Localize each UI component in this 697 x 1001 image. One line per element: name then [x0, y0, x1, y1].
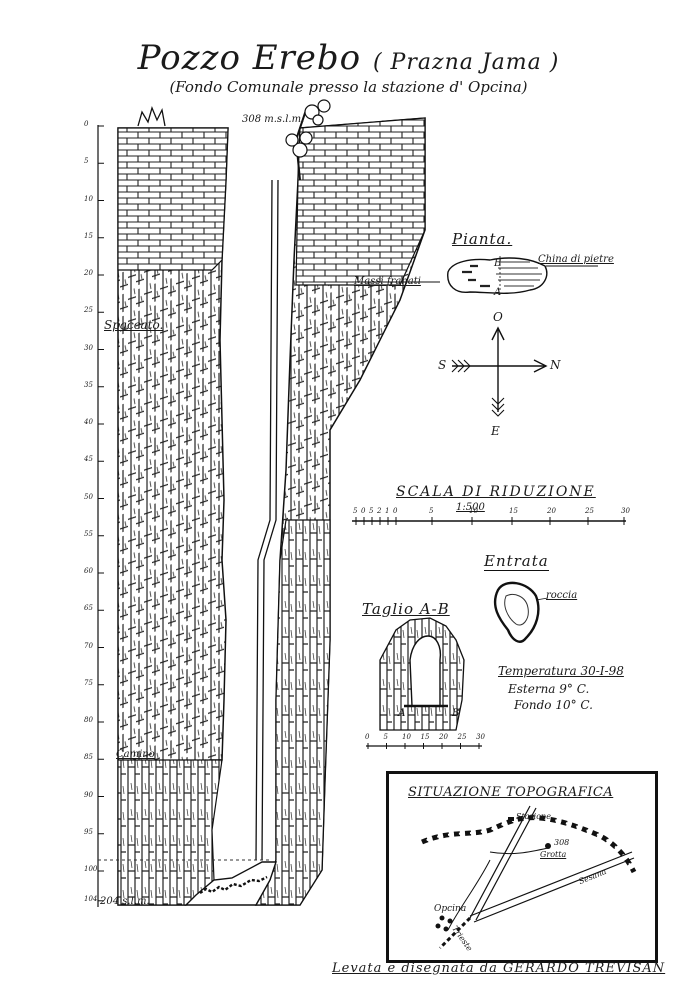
compass-north: O — [493, 310, 503, 324]
topography-heading: SITUAZIONE TOPOGRAFICA — [408, 785, 614, 800]
section-tick-label: 30 — [476, 733, 485, 741]
section-label: Spaccato. — [104, 318, 164, 332]
topographic-map — [421, 805, 637, 950]
scale-tick-label: 25 — [585, 507, 594, 515]
depth-tick-label: 45 — [84, 455, 93, 464]
section-tick-label: 10 — [402, 733, 411, 741]
temperature-heading: Temperatura 30-I-98 — [498, 664, 624, 678]
title-alt: ( Prazna Jama ) — [372, 50, 560, 75]
cross-section-drawing — [366, 617, 482, 749]
plan-heading: Pianta. — [452, 230, 513, 248]
depth-tick-label: 100 — [84, 865, 98, 873]
scale-tick-label: 2 — [377, 507, 382, 515]
shrub-icon — [137, 106, 166, 127]
depth-tick-label: 65 — [84, 604, 93, 613]
depth-tick-label: 40 — [84, 418, 93, 426]
section-tick-label: 25 — [457, 733, 467, 741]
depth-tick-label: 95 — [84, 827, 93, 836]
depth-ticks — [98, 125, 104, 902]
scale-tick-label: 0 — [393, 507, 398, 515]
depth-tick-label: 15 — [84, 231, 93, 240]
entrance-label: roccia — [546, 590, 578, 601]
plan-label-left: Massi franati — [354, 276, 421, 287]
depth-tick-label: 35 — [84, 380, 93, 389]
section-tick-label: 15 — [420, 733, 430, 741]
page-title: Pozzo Erebo ( Prazna Jama ) — [0, 38, 697, 78]
entrance-drawing — [493, 581, 549, 643]
section-tick-label: 20 — [439, 733, 448, 741]
depth-scale — [97, 125, 104, 907]
top-elevation-label: 308 m.s.l.m. — [242, 114, 305, 125]
credit-line: Levata e disegnata da GERARDO TREVISAN — [332, 961, 666, 976]
depth-tick-label: 5 — [84, 157, 89, 166]
compass-west: S — [438, 358, 447, 372]
depth-tick-label: 10 — [84, 194, 93, 203]
depth-tick-label: 90 — [84, 790, 93, 799]
scale-bar — [352, 517, 626, 525]
depth-tick-label: 25 — [84, 306, 93, 315]
depth-tick-label: 50 — [84, 492, 93, 501]
section-point-b: B — [452, 708, 460, 719]
topo-cave: Grotta — [540, 850, 567, 859]
depth-tick-label: 0 — [84, 120, 89, 128]
page-subtitle: (Fondo Comunale presso la stazione d' Op… — [169, 78, 528, 96]
section-tick-label: 5 — [383, 733, 388, 741]
depth-tick-label: 75 — [84, 678, 93, 687]
depth-tick-label: 30 — [84, 343, 93, 352]
temperature-external: Esterna 9° C. — [508, 682, 590, 696]
compass-south: E — [491, 424, 500, 438]
depth-tick-label: 80 — [84, 716, 93, 724]
shaft-floor — [184, 861, 277, 906]
section-tick-label: 0 — [365, 733, 370, 741]
topography-frame — [386, 771, 658, 963]
section-point-a: A — [398, 708, 406, 719]
cross-section-heading: Taglio A-B — [362, 600, 450, 618]
scale-tick-label: 5 — [369, 507, 374, 515]
compass-rose — [451, 326, 548, 417]
compass-east: N — [550, 358, 561, 372]
temperature-bottom: Fondo 10° C. — [514, 698, 593, 712]
scale-tick-label: 20 — [547, 507, 556, 515]
depth-tick-label: 70 — [84, 641, 93, 650]
topo-town: Opcina — [434, 904, 467, 914]
plan-view — [352, 256, 598, 294]
plan-label-right: China di pietre — [538, 254, 614, 265]
topo-cave-number: 308 — [554, 838, 570, 847]
scale-ratio: 1:500 — [456, 502, 485, 513]
depth-tick-label: 104 — [84, 894, 98, 903]
scale-tick-label: 30 — [621, 507, 630, 515]
chimney-label: Camino — [116, 749, 155, 760]
depth-tick-label: 60 — [84, 567, 93, 575]
title-main: Pozzo Erebo — [137, 38, 362, 78]
depth-tick-label: 20 — [84, 269, 93, 277]
scale-tick-label: 0 — [361, 507, 366, 515]
plan-point-a: A — [494, 287, 502, 298]
entrance-heading: Entrata — [484, 552, 549, 571]
depth-tick-label: 85 — [84, 753, 93, 762]
scale-tick-label: 5 — [429, 507, 434, 515]
topo-station: Stazione — [516, 812, 551, 821]
depth-tick-label: 55 — [84, 529, 93, 538]
scale-tick-label: 10 — [469, 507, 478, 515]
plan-point-b: B — [494, 258, 502, 269]
tree-icon — [285, 99, 331, 181]
scale-tick-label: 5 — [353, 507, 358, 515]
scale-tick-label: 1 — [385, 507, 390, 515]
bottom-elevation-label: 204 s.l.m. — [100, 896, 150, 907]
scale-tick-label: 15 — [509, 507, 518, 515]
scale-title: SCALA DI RIDUZIONE — [396, 484, 596, 500]
